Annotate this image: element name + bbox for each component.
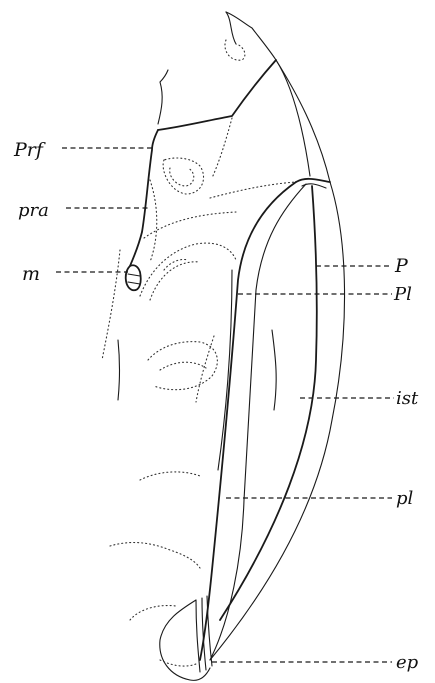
label-ist: ist — [396, 388, 419, 409]
specimen-outline — [118, 12, 345, 680]
label-pl-upper: Pl — [393, 284, 412, 305]
label-m: m — [22, 263, 40, 285]
label-ep: ep — [396, 652, 419, 673]
stippled-structures — [102, 40, 296, 666]
label-pl-lower: pl — [396, 488, 414, 509]
labels: Prf pra m P Pl ist pl ep — [13, 139, 419, 673]
leader-lines — [56, 148, 394, 662]
label-p: P — [394, 255, 409, 277]
label-pra: pra — [18, 200, 49, 221]
label-prf: Prf — [13, 139, 46, 161]
